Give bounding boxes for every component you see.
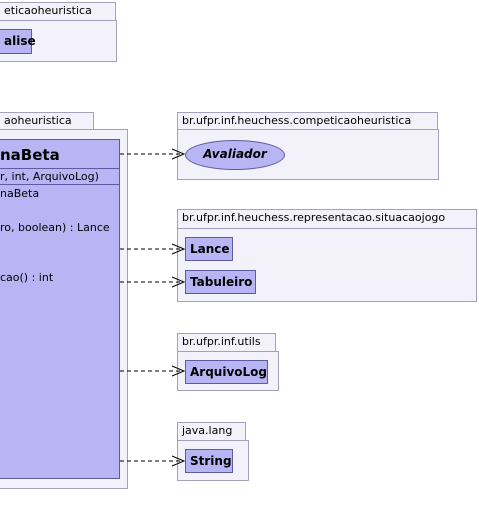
class-label-string: String bbox=[190, 454, 232, 468]
method-signature-2: cao() : int bbox=[0, 271, 54, 284]
arrowhead-string bbox=[171, 455, 186, 467]
package-name-top: eticaoheuristica bbox=[4, 4, 92, 17]
class-box-main[interactable]: naBeta r, int, ArquivoLog) naBeta ro, bo… bbox=[0, 139, 120, 479]
class-label-top: alise bbox=[4, 34, 36, 48]
interface-label-avaliador: Avaliador bbox=[203, 147, 267, 161]
class-name-main: naBeta bbox=[0, 146, 60, 164]
package-name-javalang: java.lang bbox=[182, 424, 233, 437]
class-label-tabuleiro: Tabuleiro bbox=[190, 275, 253, 289]
method-signature-1: ro, boolean) : Lance bbox=[0, 221, 110, 234]
package-tab-situacaojogo: br.ufpr.inf.heuchess.representacao.situa… bbox=[177, 209, 477, 229]
package-name-main: aoheuristica bbox=[4, 114, 72, 127]
package-name-utils: br.ufpr.inf.utils bbox=[182, 335, 261, 348]
class-label-arquivolog: ArquivoLog bbox=[190, 365, 267, 379]
class-label-lance: Lance bbox=[190, 242, 230, 256]
package-name-situacaojogo: br.ufpr.inf.heuchess.representacao.situa… bbox=[182, 211, 446, 224]
class-box-string[interactable]: String bbox=[185, 449, 233, 473]
class-box-arquivolog[interactable]: ArquivoLog bbox=[185, 360, 268, 384]
arrowhead-tabuleiro bbox=[171, 276, 186, 288]
class-box-lance[interactable]: Lance bbox=[185, 237, 233, 261]
class-attribute: naBeta bbox=[0, 187, 40, 200]
class-box-top[interactable]: alise bbox=[0, 29, 36, 54]
class-separator-1 bbox=[0, 168, 119, 169]
arrowhead-avaliador bbox=[171, 148, 186, 160]
interface-avaliador[interactable]: Avaliador bbox=[185, 140, 285, 170]
constructor-signature: r, int, ArquivoLog) bbox=[0, 170, 99, 183]
arrowhead-arquivolog bbox=[171, 365, 186, 377]
class-separator-2 bbox=[0, 184, 119, 185]
class-box-tabuleiro[interactable]: Tabuleiro bbox=[185, 270, 256, 294]
arrowhead-lance bbox=[171, 243, 186, 255]
package-name-competicaoheuristica: br.ufpr.inf.heuchess.competicaoheuristic… bbox=[182, 114, 412, 127]
